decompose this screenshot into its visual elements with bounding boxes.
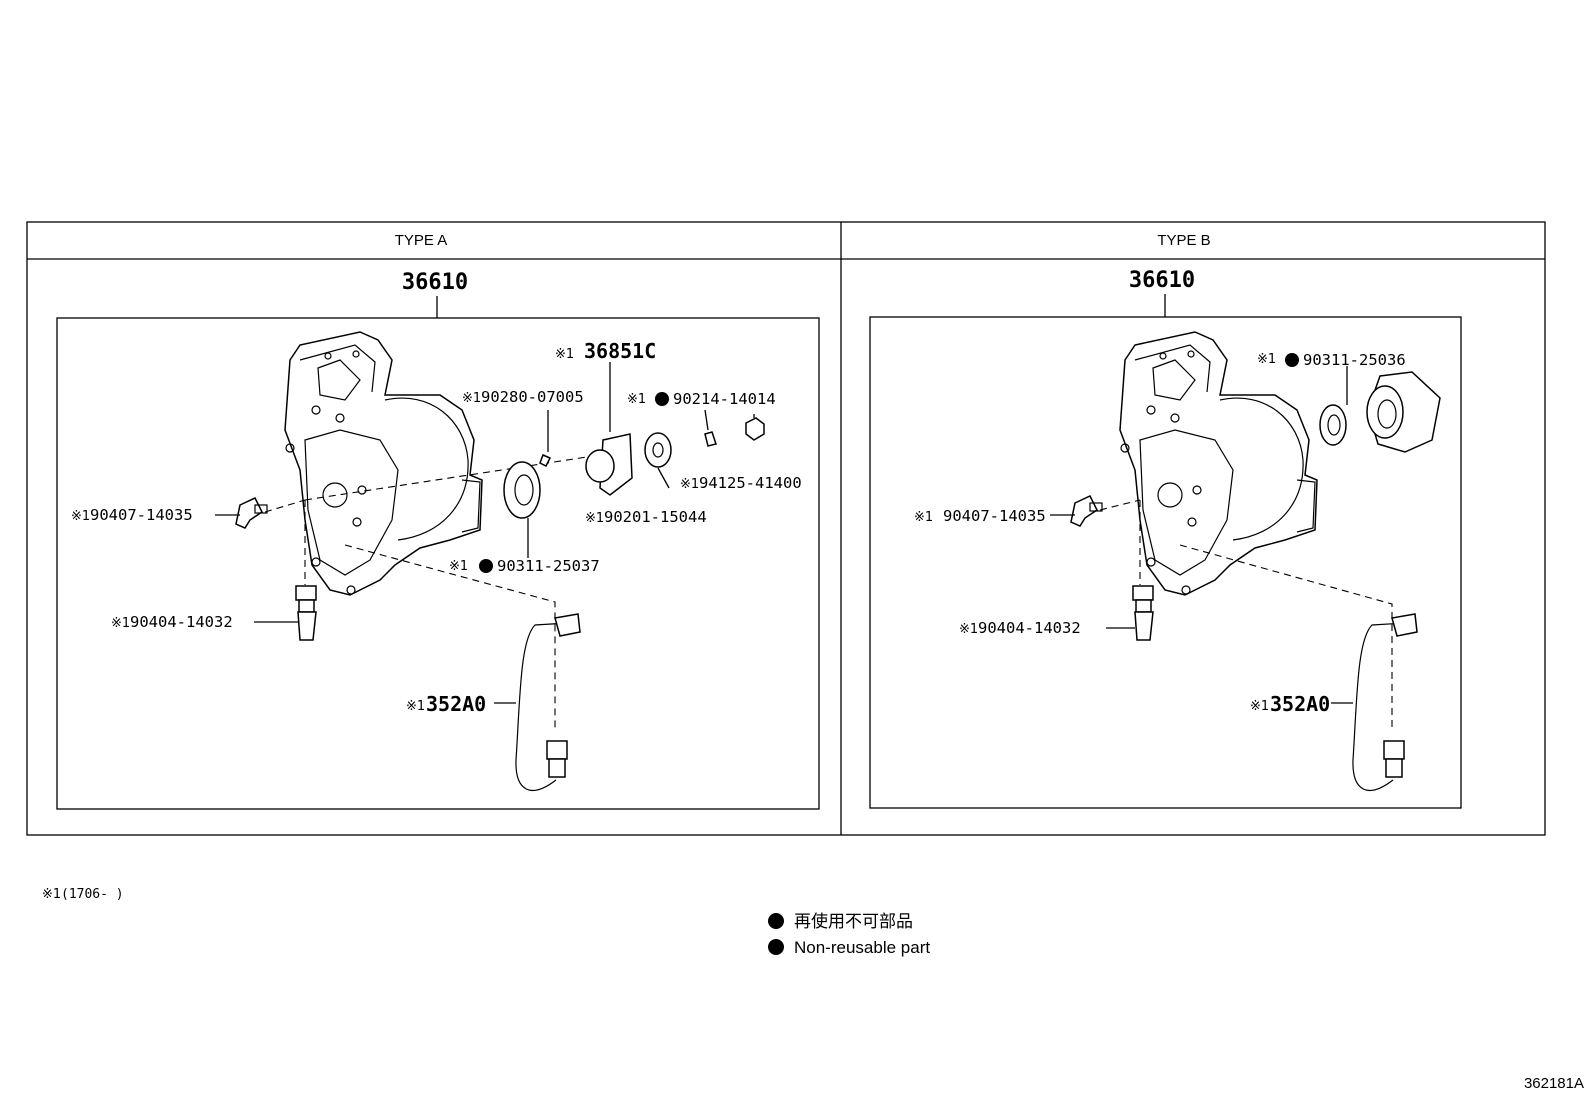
callout-352a0[interactable]: ※1 352A0: [406, 692, 486, 716]
oil-seal-drawing: [1319, 404, 1347, 446]
svg-text:※1: ※1: [42, 887, 61, 902]
non-reusable-bullet-icon: [655, 392, 669, 406]
svg-text:※1: ※1: [959, 622, 978, 637]
nut-drawing: [745, 417, 765, 441]
non-reusable-bullet-icon: [479, 559, 493, 573]
svg-text:※1: ※1: [627, 392, 646, 407]
svg-text:※1: ※1: [585, 511, 604, 526]
callout-90407-14035[interactable]: ※1 90407-14035: [914, 507, 1046, 525]
svg-text:※1: ※1: [462, 391, 481, 406]
part-number: 90407-14035: [943, 507, 1046, 525]
pin-drawing: [539, 454, 552, 468]
non-reusable-bullet-icon: [768, 939, 784, 955]
callout-90404-14032[interactable]: ※1 90404-14032: [111, 613, 233, 631]
plug-drawing: [295, 585, 317, 641]
assembly-number[interactable]: 36610: [402, 270, 468, 295]
callout-90280-07005[interactable]: ※1 90280-07005: [462, 388, 584, 406]
svg-text:※1: ※1: [680, 477, 699, 492]
svg-text:※1: ※1: [406, 699, 425, 714]
panel-b-header: TYPE B: [1157, 232, 1210, 249]
sensor-harness-drawing: [1352, 613, 1418, 791]
union-fitting-drawing: [235, 497, 268, 529]
svg-text:※1: ※1: [555, 347, 574, 362]
part-number: 90311-25037: [497, 557, 600, 575]
svg-text:※1: ※1: [71, 509, 90, 524]
panel-a: 36610: [56, 270, 820, 810]
transfer-case-drawing: [284, 331, 483, 596]
callout-94125-41400[interactable]: ※1 94125-41400: [680, 474, 802, 492]
washer-drawing: [644, 432, 672, 468]
part-number: 90407-14035: [90, 506, 193, 524]
sensor-harness-drawing: [515, 613, 581, 791]
panel-a-header: TYPE A: [395, 232, 448, 249]
part-number: 352A0: [426, 692, 486, 716]
callout-36851c[interactable]: ※1 36851C: [555, 339, 656, 363]
callout-90311-25036[interactable]: ※1 90311-25036: [1257, 351, 1406, 369]
transfer-case-drawing: [1119, 331, 1318, 596]
plug-drawing: [1132, 585, 1154, 641]
part-number: 90311-25036: [1303, 351, 1406, 369]
part-number: 90404-14032: [130, 613, 233, 631]
legend-text-en: Non-reusable part: [794, 938, 930, 957]
svg-text:※1: ※1: [111, 616, 130, 631]
non-reusable-bullet-icon: [1285, 353, 1299, 367]
svg-text:※1: ※1: [1250, 699, 1269, 714]
part-number: 36851C: [584, 339, 656, 363]
footnote-text: (1706- ): [61, 887, 124, 902]
assembly-box: [56, 317, 820, 810]
part-number: 90280-07005: [481, 388, 584, 406]
part-number: 94125-41400: [699, 474, 802, 492]
lock-washer-drawing: [704, 431, 717, 447]
svg-text:※1: ※1: [1257, 352, 1276, 367]
assembly-number[interactable]: 36610: [1129, 268, 1195, 293]
illustration-reference: 362181A: [1524, 1075, 1584, 1092]
callout-90407-14035[interactable]: ※1 90407-14035: [71, 506, 193, 524]
non-reusable-bullet-icon: [768, 913, 784, 929]
svg-text:※1: ※1: [914, 510, 933, 525]
oil-seal-drawing: [503, 461, 541, 519]
outer-frame: [26, 221, 1546, 836]
part-number: 352A0: [1270, 692, 1330, 716]
callout-90311-25037[interactable]: ※1 90311-25037: [449, 557, 600, 575]
callout-90214-14014[interactable]: ※1 90214-14014: [627, 390, 776, 408]
legend: 再使用不可部品 Non-reusable part: [768, 911, 930, 957]
assembly-box: [869, 316, 1462, 809]
callout-352a0[interactable]: ※1 352A0: [1250, 692, 1330, 716]
callout-90201-15044[interactable]: ※1 90201-15044: [585, 508, 707, 526]
legend-text-ja: 再使用不可部品: [794, 911, 913, 931]
flange-drawing: [585, 433, 633, 496]
flange-drawing: [1366, 371, 1441, 453]
callout-90404-14032[interactable]: ※1 90404-14032: [959, 619, 1081, 637]
part-number: 90201-15044: [604, 508, 707, 526]
union-fitting-drawing: [1070, 495, 1103, 527]
svg-text:※1: ※1: [449, 559, 468, 574]
panel-b: 36610: [869, 268, 1462, 809]
part-number: 90214-14014: [673, 390, 776, 408]
footnote: ※1 (1706- ): [42, 887, 124, 902]
part-number: 90404-14032: [978, 619, 1081, 637]
